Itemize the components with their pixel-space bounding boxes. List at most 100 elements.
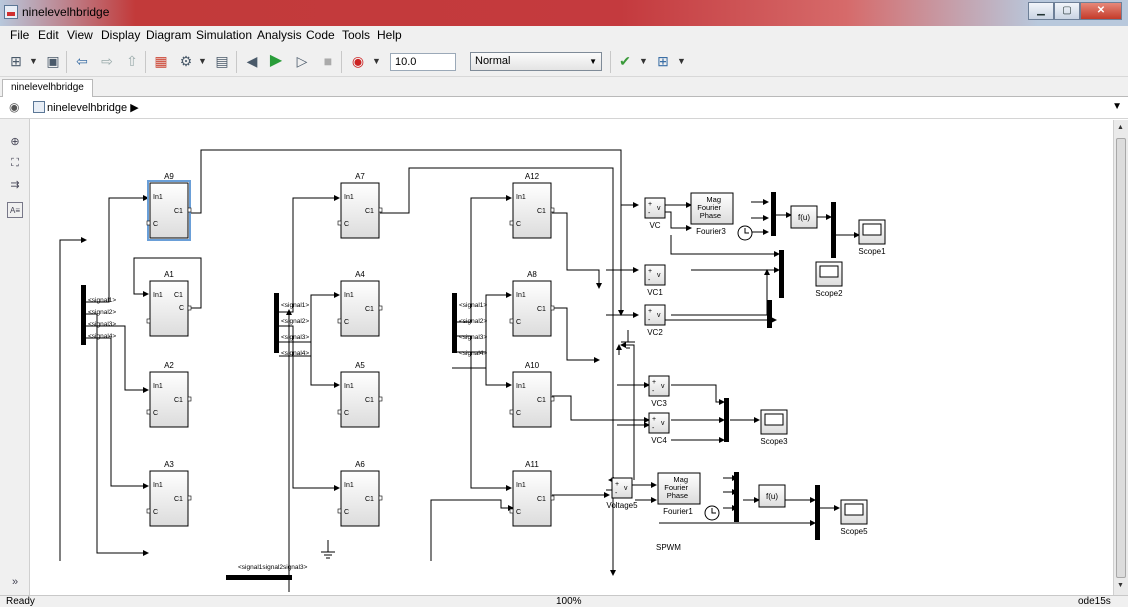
port-stub xyxy=(188,397,191,401)
mux-bar[interactable] xyxy=(767,300,772,328)
tab-model[interactable]: ninelevelhbridge xyxy=(2,79,93,97)
library-browser-icon[interactable]: ⊞ xyxy=(7,52,25,70)
menu-code[interactable]: Code xyxy=(306,28,335,42)
model-canvas[interactable]: A9In1CC1A1In1C1C A2In1CC1A3In1CC1 A7In1CC1… xyxy=(31,120,1113,595)
simulation-mode-select[interactable]: Normal ▼ xyxy=(470,52,602,71)
breadcrumb-model[interactable]: ninelevelhbridge xyxy=(47,102,127,114)
fourier-fourier3[interactable]: MagFourierPhaseFourier3 xyxy=(691,193,752,240)
scope-scope3[interactable]: Scope3 xyxy=(760,410,788,446)
menu-diagram[interactable]: Diagram xyxy=(146,28,191,42)
window-controls: ▁ ▢ ✕ xyxy=(1028,2,1122,20)
voltmeter-vc2[interactable]: +-vVC2 xyxy=(645,305,665,337)
port-label: C xyxy=(153,509,158,516)
voltmeter-name: VC1 xyxy=(647,288,663,297)
model-explorer-icon[interactable]: ▦ xyxy=(152,52,170,70)
fit-view-icon[interactable]: ⛶ xyxy=(7,155,23,171)
menu-help[interactable]: Help xyxy=(377,28,402,42)
window-title: ninelevelhbridge xyxy=(22,5,109,19)
stop-time-input[interactable]: 10.0 xyxy=(390,53,456,71)
subsystem-a5[interactable]: A5In1CC1 xyxy=(338,361,382,427)
fcn-block[interactable]: f(u) xyxy=(791,206,817,228)
build-icon[interactable]: ⊞ xyxy=(654,52,672,70)
subsystem-a1[interactable]: A1In1C1C xyxy=(147,270,191,336)
fourier-port-label: Phase xyxy=(700,211,721,220)
up-arrow-icon[interactable]: ⇧ xyxy=(123,52,141,70)
mux-bar[interactable] xyxy=(831,202,836,258)
stop-icon[interactable]: ■ xyxy=(319,52,337,70)
build-dropdown-icon[interactable]: ▼ xyxy=(677,52,685,70)
forward-arrow-icon[interactable]: ⇨ xyxy=(98,52,116,70)
subsystem-a4[interactable]: A4In1CC1 xyxy=(338,270,382,336)
mux-bar[interactable] xyxy=(815,485,820,540)
breadcrumb[interactable]: ninelevelhbridge ▶ xyxy=(47,101,139,114)
maximize-button[interactable]: ▢ xyxy=(1054,2,1080,20)
signal-label: <signal1> xyxy=(281,302,309,309)
subsystem-a2[interactable]: A2In1CC1 xyxy=(147,361,191,427)
subsystem-a9[interactable]: A9In1CC1 xyxy=(147,172,191,240)
expand-palette-icon[interactable]: » xyxy=(7,574,23,590)
voltmeter-vc1[interactable]: +-vVC1 xyxy=(645,265,665,297)
menu-edit[interactable]: Edit xyxy=(38,28,59,42)
mux-bar[interactable] xyxy=(226,575,292,580)
model-config-icon[interactable]: ▤ xyxy=(213,52,231,70)
signal-arrow-icon[interactable]: ⇉ xyxy=(7,177,23,193)
block-diagram[interactable]: A9In1CC1A1In1C1C A2In1CC1A3In1CC1 A7In1CC1… xyxy=(31,120,1113,595)
demux-bar[interactable] xyxy=(81,285,86,345)
subsystem-a8[interactable]: A8In1CC1 xyxy=(510,270,554,336)
demux-bar[interactable] xyxy=(274,293,279,353)
mux-bar[interactable] xyxy=(734,472,739,522)
gear-icon[interactable]: ⚙ xyxy=(177,52,195,70)
record-icon[interactable]: ◉ xyxy=(349,52,367,70)
scroll-thumb[interactable] xyxy=(1116,138,1126,578)
step-forward-icon[interactable]: ▷ xyxy=(293,52,311,70)
fourier-fourier1[interactable]: MagFourierPhaseFourier1 xyxy=(658,473,719,520)
menu-view[interactable]: View xyxy=(67,28,93,42)
zoom-icon[interactable]: ⊕ xyxy=(7,134,23,150)
subsystem-a3[interactable]: A3In1CC1 xyxy=(147,460,191,526)
close-button[interactable]: ✕ xyxy=(1080,2,1122,20)
scroll-up-icon[interactable]: ▲ xyxy=(1117,124,1124,131)
v-output: v xyxy=(661,383,665,390)
voltmeter-voltage5[interactable]: +-vVoltage5 xyxy=(606,478,638,510)
menu-analysis[interactable]: Analysis xyxy=(257,28,302,42)
check-dropdown-icon[interactable]: ▼ xyxy=(639,52,647,70)
subsystem-a7[interactable]: A7In1CC1 xyxy=(338,172,382,238)
minimize-button[interactable]: ▁ xyxy=(1028,2,1054,20)
fcn-block[interactable]: f(u) xyxy=(759,485,785,507)
scope-scope2[interactable]: Scope2 xyxy=(815,262,843,298)
run-icon[interactable]: ▶ xyxy=(267,52,285,70)
mux-bar[interactable] xyxy=(779,250,784,298)
library-dropdown-icon[interactable]: ▼ xyxy=(29,52,37,70)
scope-scope5[interactable]: Scope5 xyxy=(840,500,868,536)
record-dropdown-icon[interactable]: ▼ xyxy=(372,52,380,70)
subsystem-a6[interactable]: A6In1CC1 xyxy=(338,460,382,526)
voltmeter-vc[interactable]: +-vVC xyxy=(645,198,665,230)
mux-bar[interactable] xyxy=(771,192,776,236)
demux-bar[interactable] xyxy=(452,293,457,353)
vertical-scrollbar[interactable]: ▲ ▼ xyxy=(1113,120,1128,595)
menu-tools[interactable]: Tools xyxy=(342,28,370,42)
scroll-down-icon[interactable]: ▼ xyxy=(1117,582,1124,589)
step-back-icon[interactable]: ◀ xyxy=(243,52,261,70)
mux-bar[interactable] xyxy=(724,398,729,442)
hide-explorer-icon[interactable]: ◉ xyxy=(9,100,19,114)
save-icon[interactable]: ▣ xyxy=(44,52,62,70)
subsystem-a10[interactable]: A10In1CC1 xyxy=(510,361,554,427)
gear-dropdown-icon[interactable]: ▼ xyxy=(198,52,206,70)
menu-file[interactable]: File xyxy=(10,28,29,42)
menu-display[interactable]: Display xyxy=(101,28,140,42)
back-arrow-icon[interactable]: ⇦ xyxy=(73,52,91,70)
voltmeter-vc3[interactable]: +-vVC3 xyxy=(649,376,669,408)
port-label: C xyxy=(516,410,521,417)
port-stub xyxy=(147,319,150,323)
check-icon[interactable]: ✔ xyxy=(616,52,634,70)
voltmeter-vc4[interactable]: +-vVC4 xyxy=(649,413,669,445)
menu-simulation[interactable]: Simulation xyxy=(196,28,252,42)
address-dropdown-icon[interactable]: ▼ xyxy=(1112,101,1122,112)
subsystem-a12[interactable]: A12In1CC1 xyxy=(510,172,554,238)
annotation-icon[interactable]: A≡ xyxy=(7,202,23,218)
signal-line xyxy=(380,168,613,575)
scope-scope1[interactable]: Scope1 xyxy=(858,220,886,256)
signal-label: <signal2> xyxy=(281,318,309,325)
subsystem-a11[interactable]: A11In1CC1 xyxy=(510,460,554,526)
